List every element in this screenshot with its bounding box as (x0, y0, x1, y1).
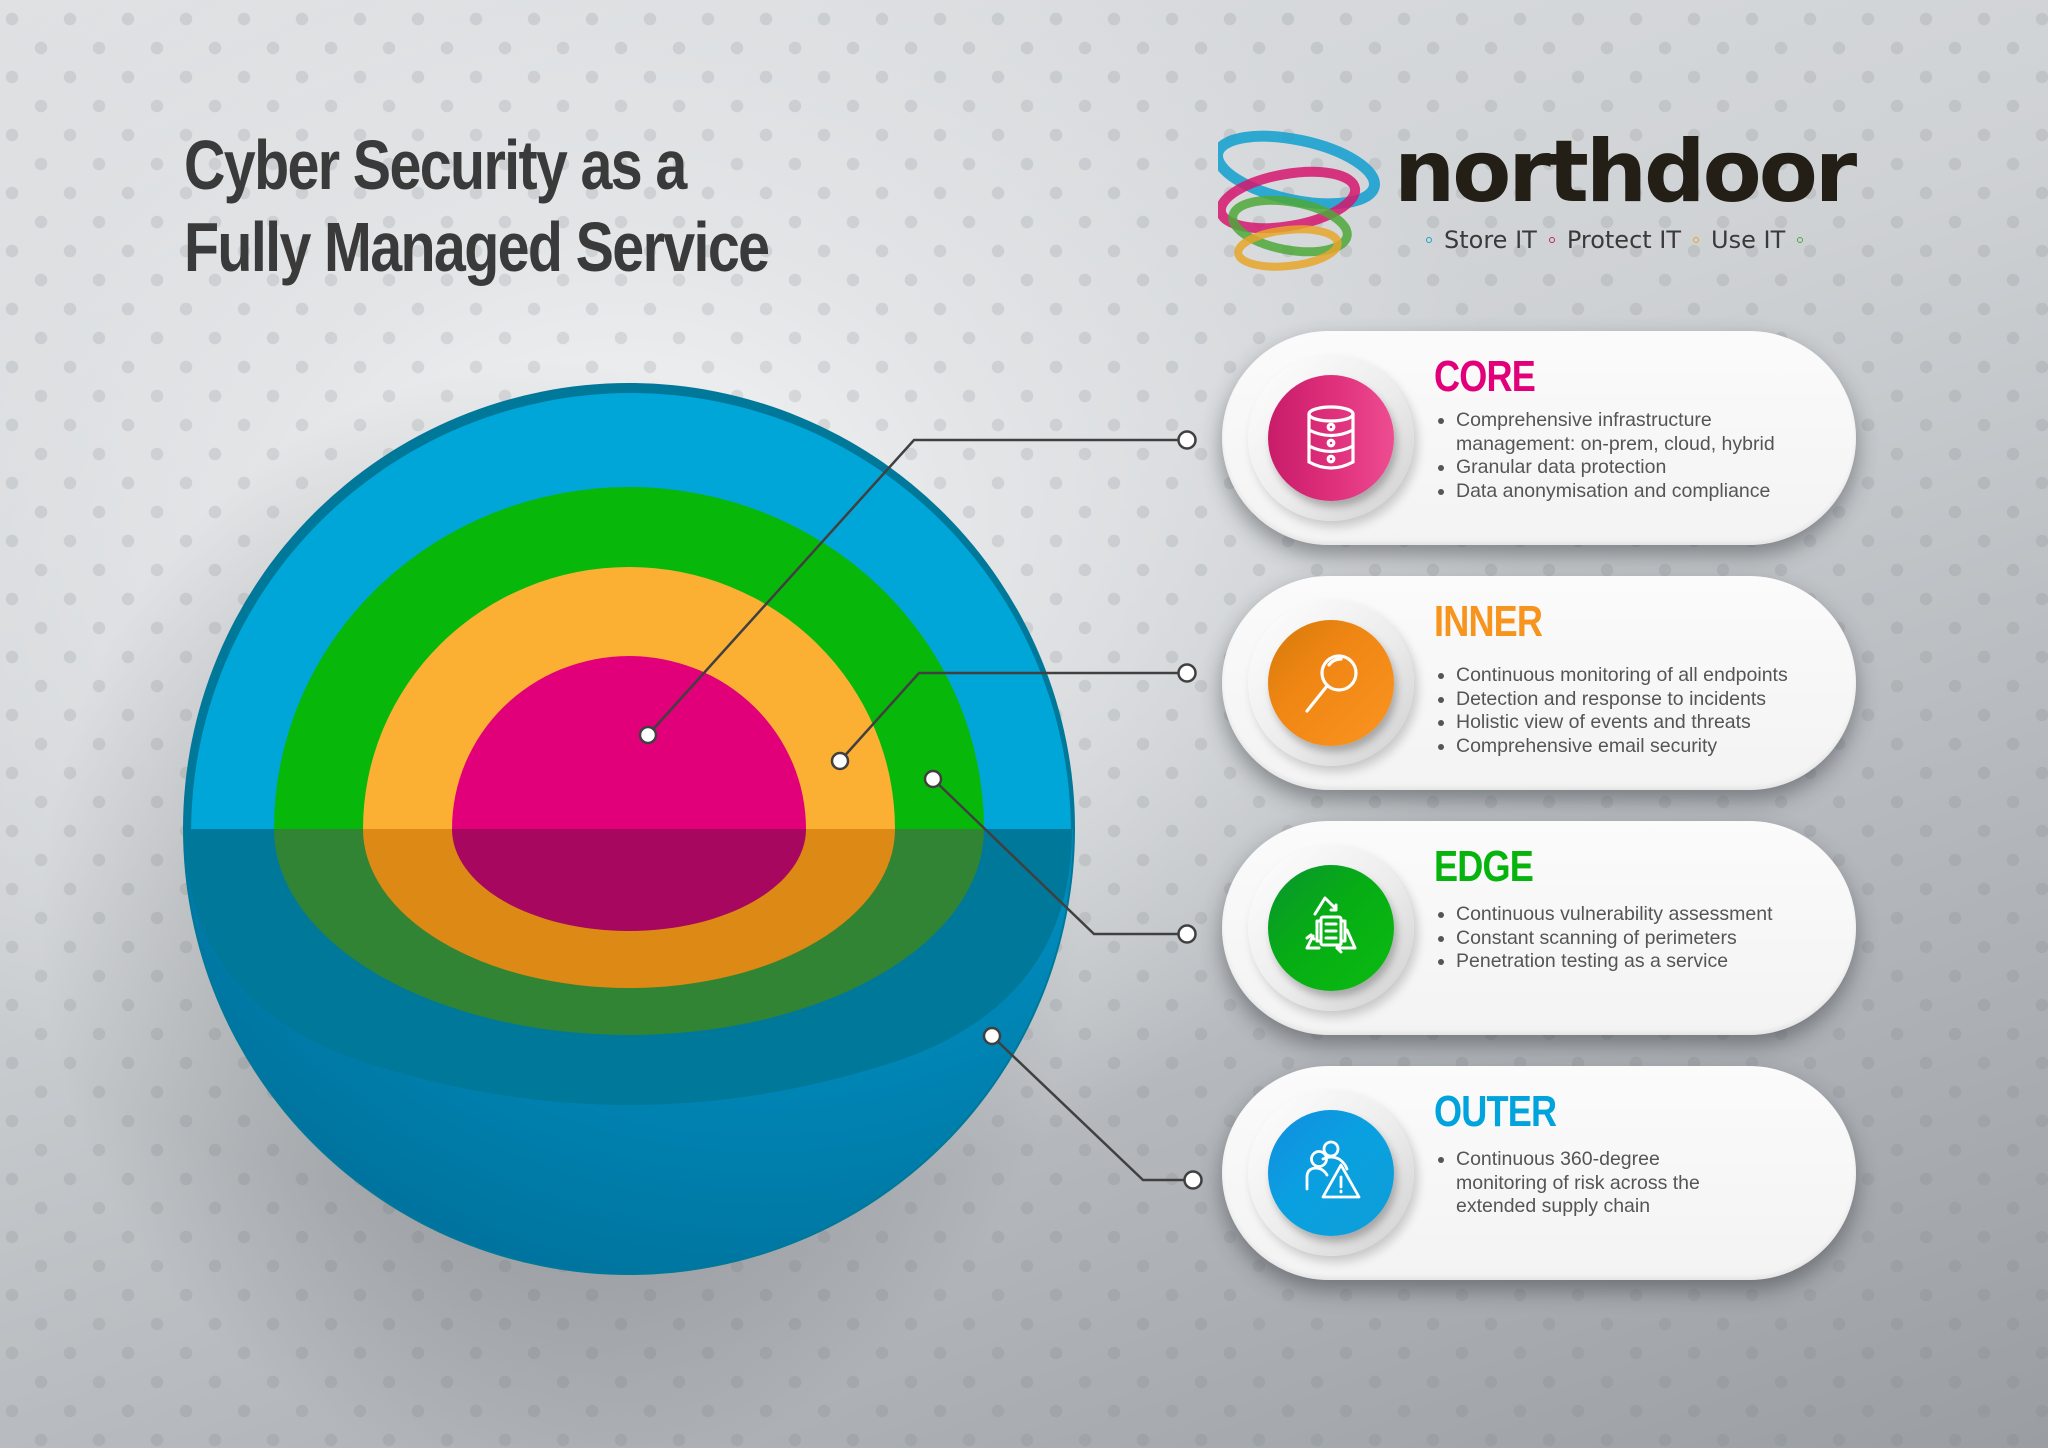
inner-icon-circle (1268, 620, 1394, 746)
card-edge-title: EDGE (1434, 842, 1534, 891)
logo-rings-icon (1218, 130, 1381, 271)
node-edge-end-icon (1177, 924, 1197, 944)
edge-icon-circle (1268, 865, 1394, 991)
node-core-end-icon (1177, 430, 1197, 450)
page-title-line-1: Cyber Security as a (184, 126, 687, 204)
card-inner-bullets: Continuous monitoring of all endpoints D… (1434, 664, 1826, 758)
icon-bezel (1248, 1090, 1414, 1256)
node-inner-start-icon (830, 751, 850, 771)
database-icon (1307, 405, 1355, 470)
people-warning-icon (1305, 1140, 1361, 1199)
card-core-title: CORE (1434, 352, 1536, 401)
node-inner-end-icon (1177, 663, 1197, 683)
recycle-document-icon (1305, 896, 1357, 954)
bullet-item: Continuous 360-degree monitoring of risk… (1434, 1148, 1714, 1219)
card-outer-bullets: Continuous 360-degree monitoring of risk… (1434, 1148, 1714, 1219)
magnifier-icon (1305, 654, 1358, 713)
sphere (183, 383, 1075, 1275)
card-core-bullets: Comprehensive infrastructure management:… (1434, 409, 1826, 503)
sphere-layer-core (452, 656, 806, 829)
bullet-item: Penetration testing as a service (1434, 950, 1826, 974)
card-outer: OUTER Continuous 360-degree monitoring o… (1222, 1066, 1856, 1280)
node-edge-start-icon (923, 769, 943, 789)
bullet-item: Constant scanning of perimeters (1434, 927, 1826, 951)
connector-lines (647, 438, 1193, 1182)
bullet-item: Data anonymisation and compliance (1434, 480, 1826, 504)
card-core-body: CORE Comprehensive infrastructure manage… (1434, 353, 1826, 503)
logo-tagline: Store IT Protect IT Use IT (1426, 226, 1804, 254)
tagline-dot-icon (1548, 237, 1555, 243)
node-outer-end-icon (1183, 1170, 1203, 1190)
node-core-start-icon (638, 725, 658, 745)
card-core: CORE Comprehensive infrastructure manage… (1222, 331, 1856, 545)
logo-wordmark: northdoor (1394, 122, 1857, 222)
connector-inner (839, 671, 1187, 762)
bullet-item: Detection and response to incidents (1434, 688, 1826, 712)
card-outer-title: OUTER (1434, 1087, 1557, 1136)
core-icon-circle (1268, 375, 1394, 501)
northdoor-logo: northdoor Store IT Protect IT Use IT (1218, 122, 1857, 272)
connector-outer (991, 1035, 1193, 1182)
tagline-dot-icon (1797, 237, 1804, 243)
page-title: Cyber Security as a Fully Managed Servic… (184, 124, 770, 288)
bullet-item: Comprehensive email security (1434, 735, 1826, 759)
bullet-item: Continuous monitoring of all endpoints (1434, 664, 1826, 688)
bullet-item: Granular data protection (1434, 456, 1826, 480)
tagline-protect: Protect IT (1566, 226, 1682, 254)
card-inner-title: INNER (1434, 597, 1543, 646)
tagline-use: Use IT (1711, 226, 1786, 254)
card-outer-body: OUTER Continuous 360-degree monitoring o… (1434, 1088, 1826, 1219)
node-outer-start-icon (982, 1026, 1002, 1046)
card-inner-body: INNER Continuous monitoring of all endpo… (1434, 598, 1826, 758)
icon-bezel (1248, 355, 1414, 521)
card-edge: EDGE Continuous vulnerability assessment… (1222, 821, 1856, 1035)
tagline-dot-icon (1693, 237, 1700, 243)
tagline-store: Store IT (1444, 226, 1537, 254)
icon-bezel (1248, 845, 1414, 1011)
card-edge-bullets: Continuous vulnerability assessment Cons… (1434, 903, 1826, 974)
card-inner: INNER Continuous monitoring of all endpo… (1222, 576, 1856, 790)
connector-core (647, 438, 1187, 736)
tagline-dot-icon (1426, 237, 1432, 243)
icon-bezel (1248, 600, 1414, 766)
bullet-item: Continuous vulnerability assessment (1434, 903, 1826, 927)
page-title-line-2: Fully Managed Service (184, 208, 770, 286)
connector-nodes (638, 430, 1203, 1190)
card-edge-body: EDGE Continuous vulnerability assessment… (1434, 843, 1826, 974)
bullet-item: Comprehensive infrastructure management:… (1434, 409, 1826, 456)
bullet-item: Holistic view of events and threats (1434, 711, 1826, 735)
connector-edge (932, 778, 1187, 936)
outer-icon-circle (1268, 1110, 1394, 1236)
